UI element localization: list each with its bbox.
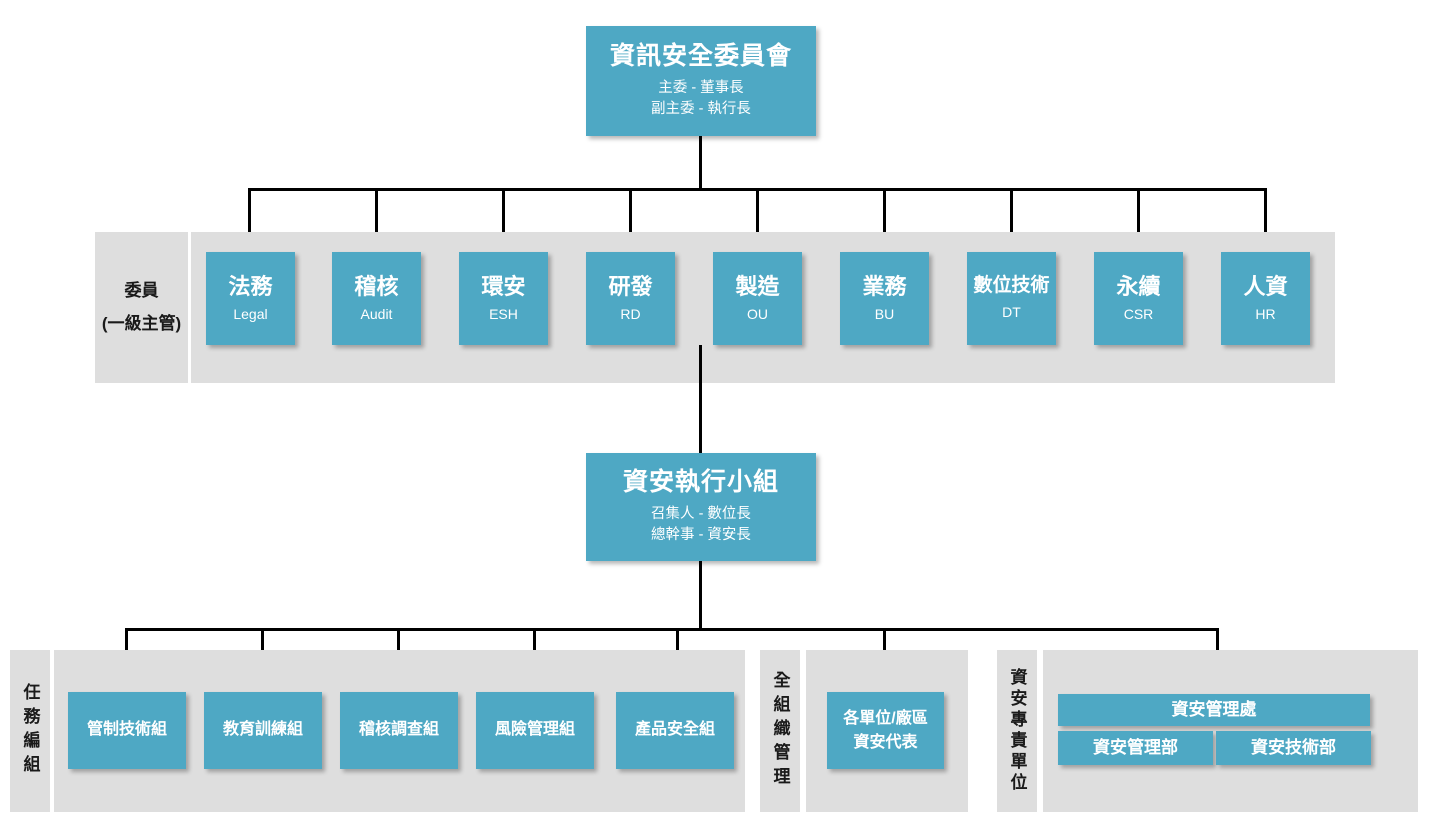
task-force-label-text: 任務編組 [20,683,40,779]
node-committee-esh[interactable]: 環安 ESH [459,252,548,345]
connector-leg-dt [1010,188,1013,252]
node-committee-rd[interactable]: 研發 RD [586,252,675,345]
connector-leg-esh [502,188,505,252]
node-committee-csr[interactable]: 永續 CSR [1094,252,1183,345]
connector-leg-rd [629,188,632,252]
connector-committee-to-exec-team [699,345,702,455]
node-task-control-technology[interactable]: 管制技術組 [68,692,186,769]
committee-bu-zh: 業務 [862,273,907,299]
node-security-execution-team[interactable]: 資安執行小組 召集人 - 數位長 總幹事 - 資安長 [586,453,816,561]
org-wide-label-text: 全組織管理 [770,671,790,791]
task-audit-investigation-label: 稽核調查組 [358,721,439,739]
committee-csr-zh: 永續 [1116,273,1161,299]
top-node-title: 資訊安全委員會 [609,42,792,71]
node-committee-bu[interactable]: 業務 BU [840,252,929,345]
task-product-security-label: 產品安全組 [634,721,715,739]
security-management-office-label: 資安管理處 [1171,700,1257,720]
dedicated-unit-label: 資安專責單位 [997,650,1037,812]
mid-node-title: 資安執行小組 [622,468,779,497]
connector-leg-ou [756,188,759,252]
node-committee-ou[interactable]: 製造 OU [713,252,802,345]
connector-leg-legal [248,188,251,252]
top-node-role-1: 主委 - 董事長 [658,79,744,96]
node-committee-hr[interactable]: 人資 HR [1221,252,1310,345]
mid-node-role-1: 召集人 - 數位長 [651,505,751,522]
task-risk-management-label: 風險管理組 [494,721,575,739]
node-security-management-dept[interactable]: 資安管理部 [1058,731,1213,765]
committee-esh-zh: 環安 [481,273,526,299]
committee-legal-en: Legal [233,306,268,323]
node-task-education-training[interactable]: 教育訓練組 [204,692,322,769]
committee-hr-en: HR [1255,306,1276,323]
committee-csr-en: CSR [1123,306,1154,323]
connector-leg-audit [375,188,378,252]
connector-leg-csr [1137,188,1140,252]
committee-hr-zh: 人資 [1243,273,1288,299]
task-control-technology-label: 管制技術組 [86,721,167,739]
task-force-label: 任務編組 [10,650,50,812]
security-management-dept-label: 資安管理部 [1093,738,1178,758]
dedicated-unit-label-text: 資安專責單位 [1007,668,1027,794]
committee-bu-en: BU [874,306,895,323]
committee-audit-en: Audit [360,306,393,323]
org-wide-node-line-2: 資安代表 [853,733,918,751]
committee-rd-zh: 研發 [608,273,653,299]
committee-esh-en: ESH [489,306,518,323]
node-unit-plant-security-representative[interactable]: 各單位/廠區 資安代表 [827,692,944,769]
node-task-risk-management[interactable]: 風險管理組 [476,692,594,769]
top-node-role-2: 副主委 - 執行長 [651,100,751,117]
security-technology-dept-label: 資安技術部 [1251,738,1336,758]
node-task-product-security[interactable]: 產品安全組 [616,692,734,769]
org-wide-label: 全組織管理 [760,650,800,812]
connector-top-to-committee-bus [699,136,702,190]
committee-audit-zh: 稽核 [354,273,399,299]
task-education-training-label: 教育訓練組 [222,721,303,739]
node-committee-legal[interactable]: 法務 Legal [206,252,295,345]
connector-exec-team-to-bottom-bus [699,561,702,630]
org-wide-node-line-1: 各單位/廠區 [843,710,928,728]
committee-rd-en: RD [620,306,641,323]
mid-node-role-2: 總幹事 - 資安長 [651,526,751,543]
connector-bottom-bus [125,628,1219,631]
node-security-technology-dept[interactable]: 資安技術部 [1216,731,1371,765]
committee-ou-en: OU [747,306,768,323]
committee-ou-zh: 製造 [735,273,780,299]
node-security-management-office[interactable]: 資安管理處 [1058,694,1370,726]
connector-leg-bu [883,188,886,252]
node-committee-audit[interactable]: 稽核 Audit [332,252,421,345]
connector-leg-hr [1264,188,1267,252]
committee-label-line-1: 委員 [124,281,159,301]
committee-dt-zh: 數位技術 [973,275,1050,297]
node-task-audit-investigation[interactable]: 稽核調查組 [340,692,458,769]
committee-dt-en: DT [1002,304,1021,321]
node-information-security-committee[interactable]: 資訊安全委員會 主委 - 董事長 副主委 - 執行長 [586,26,816,136]
committee-label-line-2: (一級主管) [101,313,182,333]
node-committee-dt[interactable]: 數位技術 DT [967,252,1056,345]
committee-row-label: 委員 (一級主管) [95,232,188,383]
committee-legal-zh: 法務 [228,273,273,299]
